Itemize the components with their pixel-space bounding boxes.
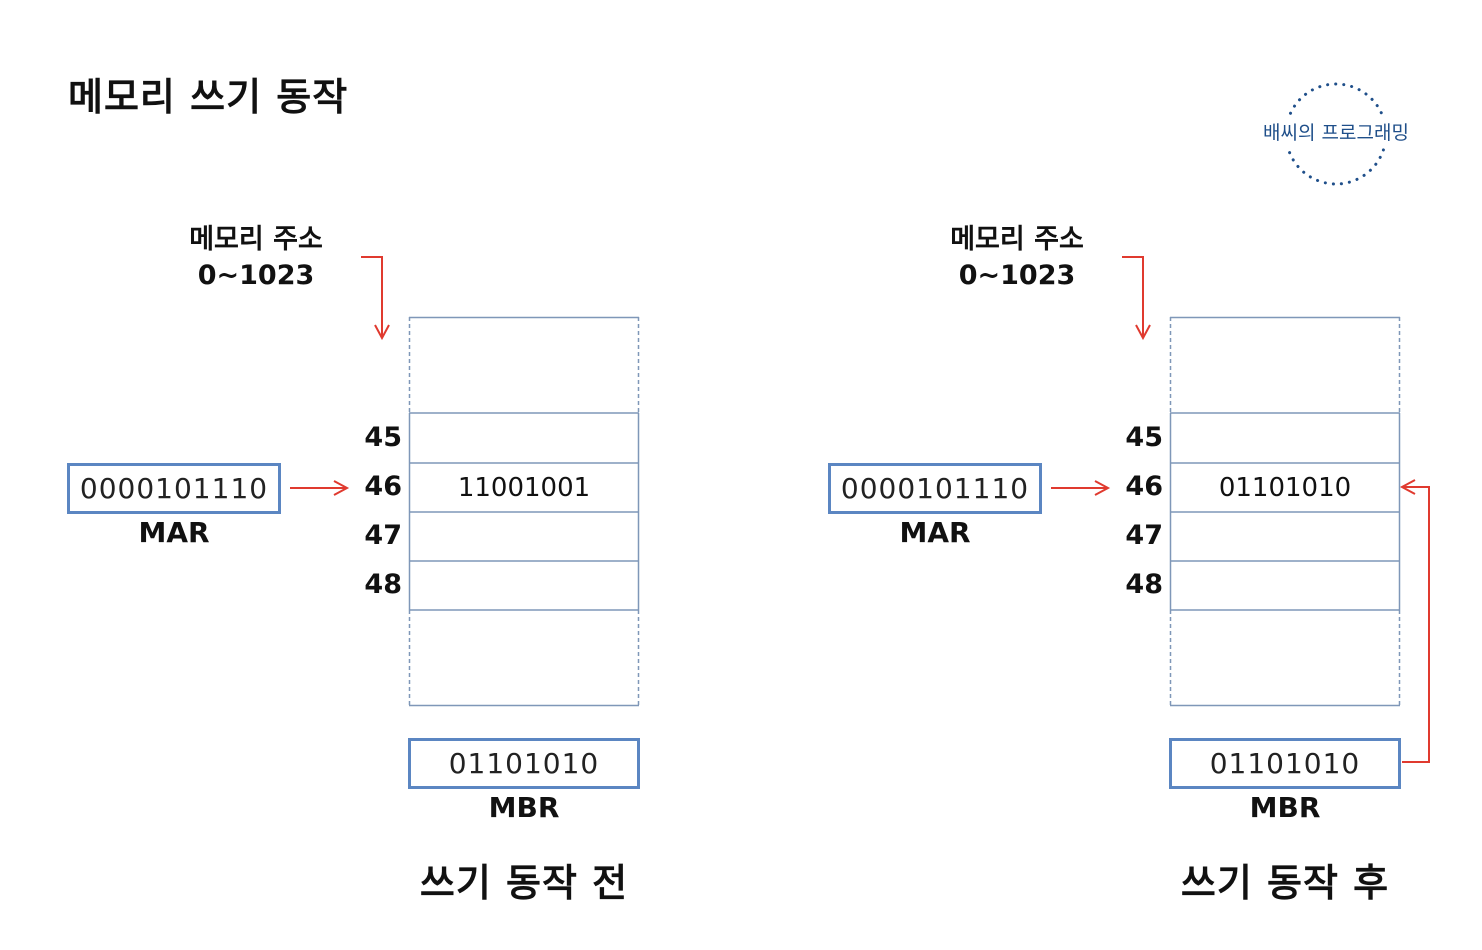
- logo: 배씨의 프로그래밍: [1244, 78, 1428, 190]
- mbr-write-arrow: [1402, 486, 1430, 763]
- memory-box: 01101010: [1169, 316, 1401, 707]
- mar-box: 0000101110: [828, 463, 1042, 514]
- address-label: 메모리 주소 0~1023: [146, 222, 366, 294]
- memory-box: 11001001: [408, 316, 640, 707]
- mar-arrow-head: [333, 480, 350, 496]
- panel-after: 메모리 주소 0~1023 01101010 45 4: [761, 0, 1482, 950]
- arrows: [290, 256, 390, 496]
- mbr-box: 01101010: [1169, 738, 1401, 789]
- row-num-48: 48: [1125, 569, 1163, 600]
- address-label: 메모리 주소 0~1023: [907, 222, 1127, 294]
- arrows: [1051, 256, 1430, 763]
- memory-grid: [1169, 316, 1401, 707]
- page-title: 메모리 쓰기 동작: [68, 75, 349, 119]
- row-num-46: 46: [1125, 471, 1163, 502]
- caption-before: 쓰기 동작 전: [419, 861, 629, 905]
- row-num-46: 46: [364, 471, 402, 502]
- address-arrow: [361, 256, 383, 336]
- mbr-box: 01101010: [408, 738, 640, 789]
- logo-text: 배씨의 프로그래밍: [1263, 122, 1409, 144]
- address-label-line1: 메모리 주소: [189, 224, 323, 255]
- address-arrow: [1122, 256, 1144, 336]
- dotted-circle-icon: [1244, 82, 1428, 186]
- row-num-45: 45: [364, 422, 402, 453]
- row-num-47: 47: [1125, 520, 1163, 551]
- mbr-label: MBR: [1249, 791, 1321, 824]
- mar-label: MAR: [138, 516, 210, 549]
- memory-cell-46: 11001001: [457, 473, 591, 503]
- mar-box: 0000101110: [67, 463, 281, 514]
- mbr-write-arrow-head: [1399, 479, 1416, 495]
- address-arrow-head: [1135, 324, 1151, 341]
- row-num-47: 47: [364, 520, 402, 551]
- address-label-line1: 메모리 주소: [950, 224, 1084, 255]
- mar-arrow-head: [1094, 480, 1111, 496]
- mar-label: MAR: [899, 516, 971, 549]
- row-num-48: 48: [364, 569, 402, 600]
- address-arrow-head: [374, 324, 390, 341]
- row-num-45: 45: [1125, 422, 1163, 453]
- memory-cell-46: 01101010: [1218, 473, 1352, 503]
- address-label-line2: 0~1023: [197, 260, 315, 291]
- mbr-label: MBR: [488, 791, 560, 824]
- memory-grid: [408, 316, 640, 707]
- panel-before: 메모리 주소 0~1023 11001001 45 46 47 4: [67, 222, 640, 905]
- address-label-line2: 0~1023: [958, 260, 1076, 291]
- caption-after: 쓰기 동작 후: [1180, 861, 1390, 905]
